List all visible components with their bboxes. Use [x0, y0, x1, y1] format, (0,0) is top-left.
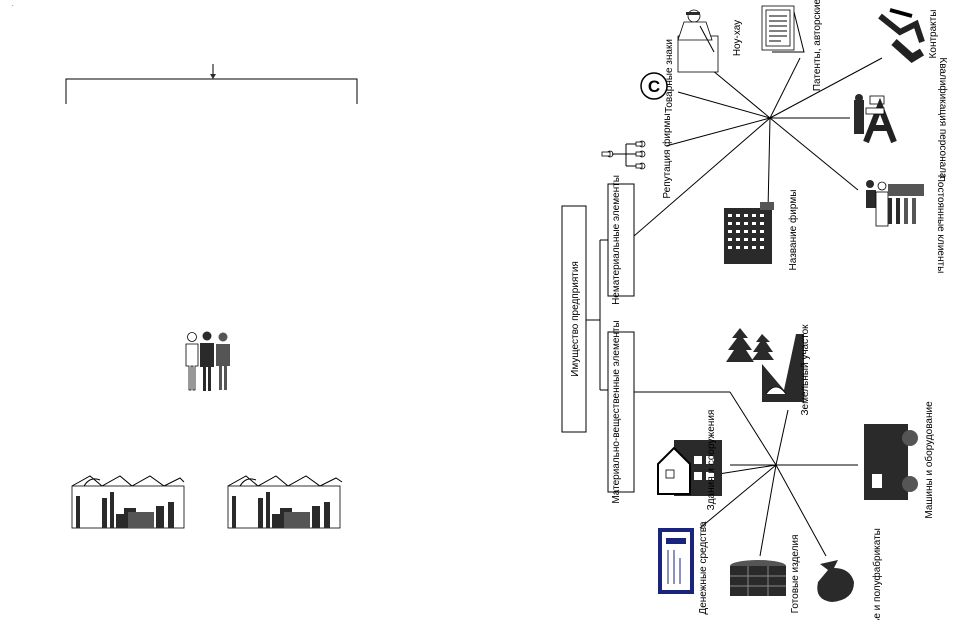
trademark-symbol: C: [648, 77, 660, 96]
buildings-icon: [657, 440, 722, 496]
item-land-plot: Земельный участок: [726, 324, 811, 416]
item-staff-qualification: Квалификация персонала: [854, 57, 949, 179]
item-label: Сырье и полуфабрикаты: [871, 528, 883, 620]
root-label: Имущество предприятия: [570, 261, 581, 377]
item-label: Ноу-хау: [732, 20, 743, 56]
item-regular-clients: Постоянные клиенты: [866, 175, 946, 274]
barrel-stack-icon: [730, 560, 786, 596]
item-label: Готовые изделия: [790, 535, 801, 614]
branch-tangible: Материально-вещественные элементы: [607, 320, 635, 504]
item-label: Денежные средства: [698, 521, 709, 615]
item-cash: Денежные средства: [658, 521, 709, 615]
people-group-icon: [866, 180, 924, 227]
factory-icon: [227, 475, 343, 529]
item-patents: Патенты, авторские права: [761, 0, 823, 91]
item-label: Земельный участок: [800, 324, 811, 416]
truck-icon: [864, 424, 918, 500]
item-label: Квалификация персонала: [937, 57, 949, 179]
item-finished-goods: Готовые изделия: [730, 535, 801, 614]
branch-label: Материально-вещественные элементы: [611, 320, 622, 503]
bracket-connector: [65, 78, 358, 104]
bank-cheque-icon: [658, 528, 694, 594]
item-reputation: Репутация фирмы: [601, 113, 673, 199]
branch-label: Нематериальные элементы: [611, 175, 622, 305]
factory-icon: [71, 475, 185, 529]
item-know-how: Ноу-хау: [677, 9, 743, 73]
branch-intangible: Нематериальные элементы: [607, 175, 635, 305]
item-label: Репутация фирмы: [661, 113, 673, 198]
org-tree-icon: [601, 140, 646, 170]
people-group-icon: [185, 331, 230, 391]
item-label: Патенты, авторские права: [812, 0, 823, 91]
property-diagram: Имущество предприятия Нематериальные эле…: [561, 0, 949, 620]
copyright-icon: C: [640, 72, 668, 100]
worker-icon: [854, 94, 897, 144]
left-panel: .: [12, 2, 358, 529]
item-trademarks: C Товарные знаки: [640, 39, 675, 113]
item-label: Контракты: [928, 10, 939, 59]
office-building-icon: [724, 202, 774, 264]
land-trees-icon: [726, 328, 804, 402]
root-node: Имущество предприятия: [561, 205, 587, 433]
sack-icon: [817, 560, 854, 602]
item-label: Здания и сооружения: [706, 410, 717, 511]
item-label: Машины и оборудование: [923, 401, 935, 519]
document-icon: [761, 5, 805, 53]
arrow-head-icon: [210, 74, 216, 79]
person-at-desk-icon: [677, 9, 719, 73]
corner-mark: .: [12, 2, 14, 8]
connector-lines: [586, 57, 883, 557]
item-contracts: Контракты: [878, 8, 939, 63]
item-raw-materials: Сырье и полуфабрикаты: [817, 528, 883, 620]
item-label: Название фирмы: [787, 190, 799, 271]
item-machinery: Машины и оборудование: [864, 401, 935, 519]
item-buildings: Здания и сооружения: [657, 410, 722, 511]
item-company-name: Название фирмы: [724, 190, 799, 271]
item-label: Постоянные клиенты: [935, 175, 946, 274]
handshake-icon: [878, 8, 925, 63]
item-label: Товарные знаки: [664, 39, 675, 113]
